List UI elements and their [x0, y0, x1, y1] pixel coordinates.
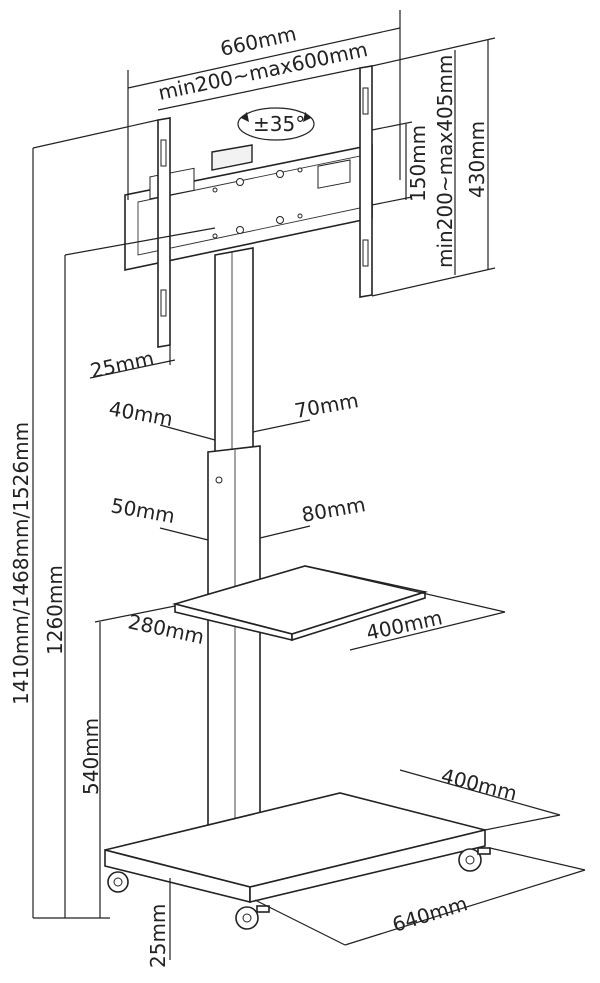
label-bracket-depth: 25mm — [88, 346, 156, 383]
label-bracket-height: 430mm — [465, 121, 489, 198]
lower-column — [207, 445, 261, 833]
label-upper-column-b: 70mm — [293, 388, 361, 423]
label-rotation: ±35° — [253, 112, 305, 136]
vesa-bracket — [124, 65, 373, 348]
upper-column — [214, 247, 254, 461]
label-upper-column-a: 40mm — [107, 396, 175, 431]
label-shelf-height: 540mm — [79, 718, 103, 795]
label-lower-column-b: 80mm — [300, 492, 368, 527]
label-center-height: 1260mm — [43, 565, 67, 655]
caster-wheel-icon — [107, 871, 129, 893]
rotation-arrows-icon — [237, 107, 315, 141]
label-base-width: 640mm — [389, 891, 470, 937]
caster-wheel-icon — [235, 905, 270, 930]
mount-clamp — [211, 144, 253, 171]
label-total-height: 1410mm/1468mm/1526mm — [9, 422, 33, 705]
dimension-lines — [32, 10, 586, 960]
label-lower-column-a: 50mm — [109, 493, 177, 528]
label-base-height: 25mm — [146, 904, 170, 968]
right-vertical-arm — [359, 65, 373, 298]
label-vesa-vertical: min200~max405mm — [433, 55, 457, 268]
height-pin — [215, 476, 223, 484]
label-arm-offset: 150mm — [406, 125, 430, 202]
label-base-depth: 400mm — [439, 764, 520, 806]
caster-wheel-icon — [458, 847, 491, 872]
shelf — [171, 565, 429, 642]
base — [104, 792, 486, 904]
crossbar-slots — [212, 167, 303, 239]
column — [207, 247, 261, 833]
